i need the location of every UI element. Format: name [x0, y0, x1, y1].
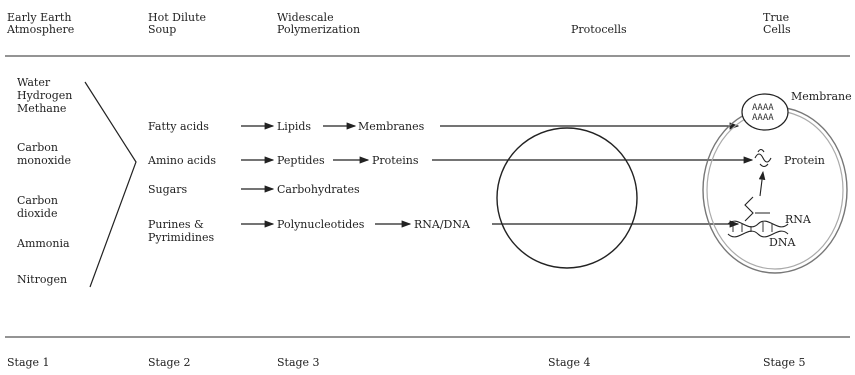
atm-ammonia: Ammonia — [17, 237, 70, 250]
poly-rna-dna: RNA/DNA — [414, 218, 470, 231]
atm-dioxide: dioxide — [17, 207, 57, 220]
poly-peptides: Peptides — [277, 154, 325, 167]
poly-polynucleotides: Polynucleotides — [277, 218, 364, 231]
atm-methane: Methane — [17, 102, 66, 115]
poly-lipids: Lipids — [277, 120, 311, 133]
atm-monoxide: monoxide — [17, 154, 71, 167]
header-hot-dilute-line2: Soup — [148, 24, 206, 36]
header-early-earth-line2: Atmosphere — [7, 24, 74, 36]
vesicle-lipids-2: ΑΑΑΑ — [752, 113, 774, 123]
soup-purines: Purines & Pyrimidines — [148, 218, 214, 244]
poly-membranes: Membranes — [358, 120, 424, 133]
soup-amino-acids: Amino acids — [148, 154, 216, 167]
header-true-cells: True Cells — [763, 12, 791, 36]
stage-5-label: Stage 5 — [763, 356, 806, 369]
cell-label-rna: RNA — [785, 213, 811, 226]
soup-purines-line1: Purines & — [148, 218, 214, 231]
soup-purines-line2: Pyrimidines — [148, 231, 214, 244]
soup-fatty-acids: Fatty acids — [148, 120, 209, 133]
header-widescale-line2: Polymerization — [277, 24, 360, 36]
cell-label-protein: Protein — [784, 154, 825, 167]
atm-water: Water — [17, 76, 50, 89]
vesicle-lipids: ΑΑΑΑ — [752, 103, 774, 113]
protocell-circle — [497, 128, 637, 268]
atm-carbon-2: Carbon — [17, 194, 58, 207]
header-widescale: Widescale Polymerization — [277, 12, 360, 36]
protein-arrow — [760, 172, 763, 196]
header-true-cells-line2: Cells — [763, 24, 791, 36]
atm-carbon-1: Carbon — [17, 141, 58, 154]
rna-strand — [745, 197, 770, 221]
atm-hydrogen: Hydrogen — [17, 89, 72, 102]
stage-3-label: Stage 3 — [277, 356, 320, 369]
poly-proteins: Proteins — [372, 154, 418, 167]
soup-sugars: Sugars — [148, 183, 187, 196]
header-hot-dilute: Hot Dilute Soup — [148, 12, 206, 36]
header-early-earth: Early Earth Atmosphere — [7, 12, 74, 36]
convergence-chevron — [85, 82, 136, 287]
stage-4-label: Stage 4 — [548, 356, 591, 369]
header-protocells: Protocells — [571, 24, 627, 36]
atm-nitrogen: Nitrogen — [17, 273, 67, 286]
cell-label-membrane: Membrane — [791, 90, 852, 103]
stage-2-label: Stage 2 — [148, 356, 191, 369]
cell-label-dna: DNA — [769, 236, 795, 249]
poly-carbohydrates: Carbohydrates — [277, 183, 360, 196]
arrows — [241, 126, 752, 224]
protein-squiggle — [755, 150, 771, 167]
stage-1-label: Stage 1 — [7, 356, 50, 369]
